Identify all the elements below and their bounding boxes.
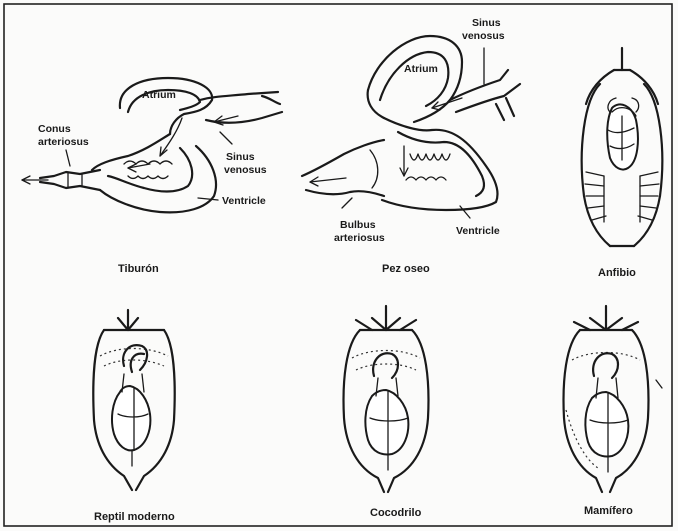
shark-atrium-label: Atrium xyxy=(142,89,176,101)
fish-caption: Pez oseo xyxy=(382,263,430,275)
fish-sinus-label-2: venosus xyxy=(462,30,505,42)
fish-sinus-label-1: Sinus xyxy=(472,17,501,29)
shark-conus-label-2: arteriosus xyxy=(38,136,89,148)
fish-atrium-label: Atrium xyxy=(404,63,438,75)
crocodile-heart xyxy=(344,306,429,492)
shark-sinus-label-2: venosus xyxy=(224,164,267,176)
shark-conus-label-1: Conus xyxy=(38,123,71,135)
mammal-heart xyxy=(564,306,662,492)
crocodile-caption: Cocodrilo xyxy=(370,507,422,519)
amphibian-heart xyxy=(582,48,663,246)
fish-bulbus-label-2: arteriosus xyxy=(334,232,385,244)
fish-ventricle-label: Ventricle xyxy=(456,225,500,237)
reptile-heart xyxy=(93,310,174,490)
shark-caption: Tiburón xyxy=(118,263,159,275)
shark-ventricle-label: Ventricle xyxy=(222,195,266,207)
shark-sinus-label-1: Sinus xyxy=(226,151,255,163)
fish-bulbus-label-1: Bulbus xyxy=(340,219,376,231)
amphibian-caption: Anfibio xyxy=(598,267,636,279)
reptile-caption: Reptil moderno xyxy=(94,511,175,523)
mammal-caption: Mamífero xyxy=(584,505,633,517)
